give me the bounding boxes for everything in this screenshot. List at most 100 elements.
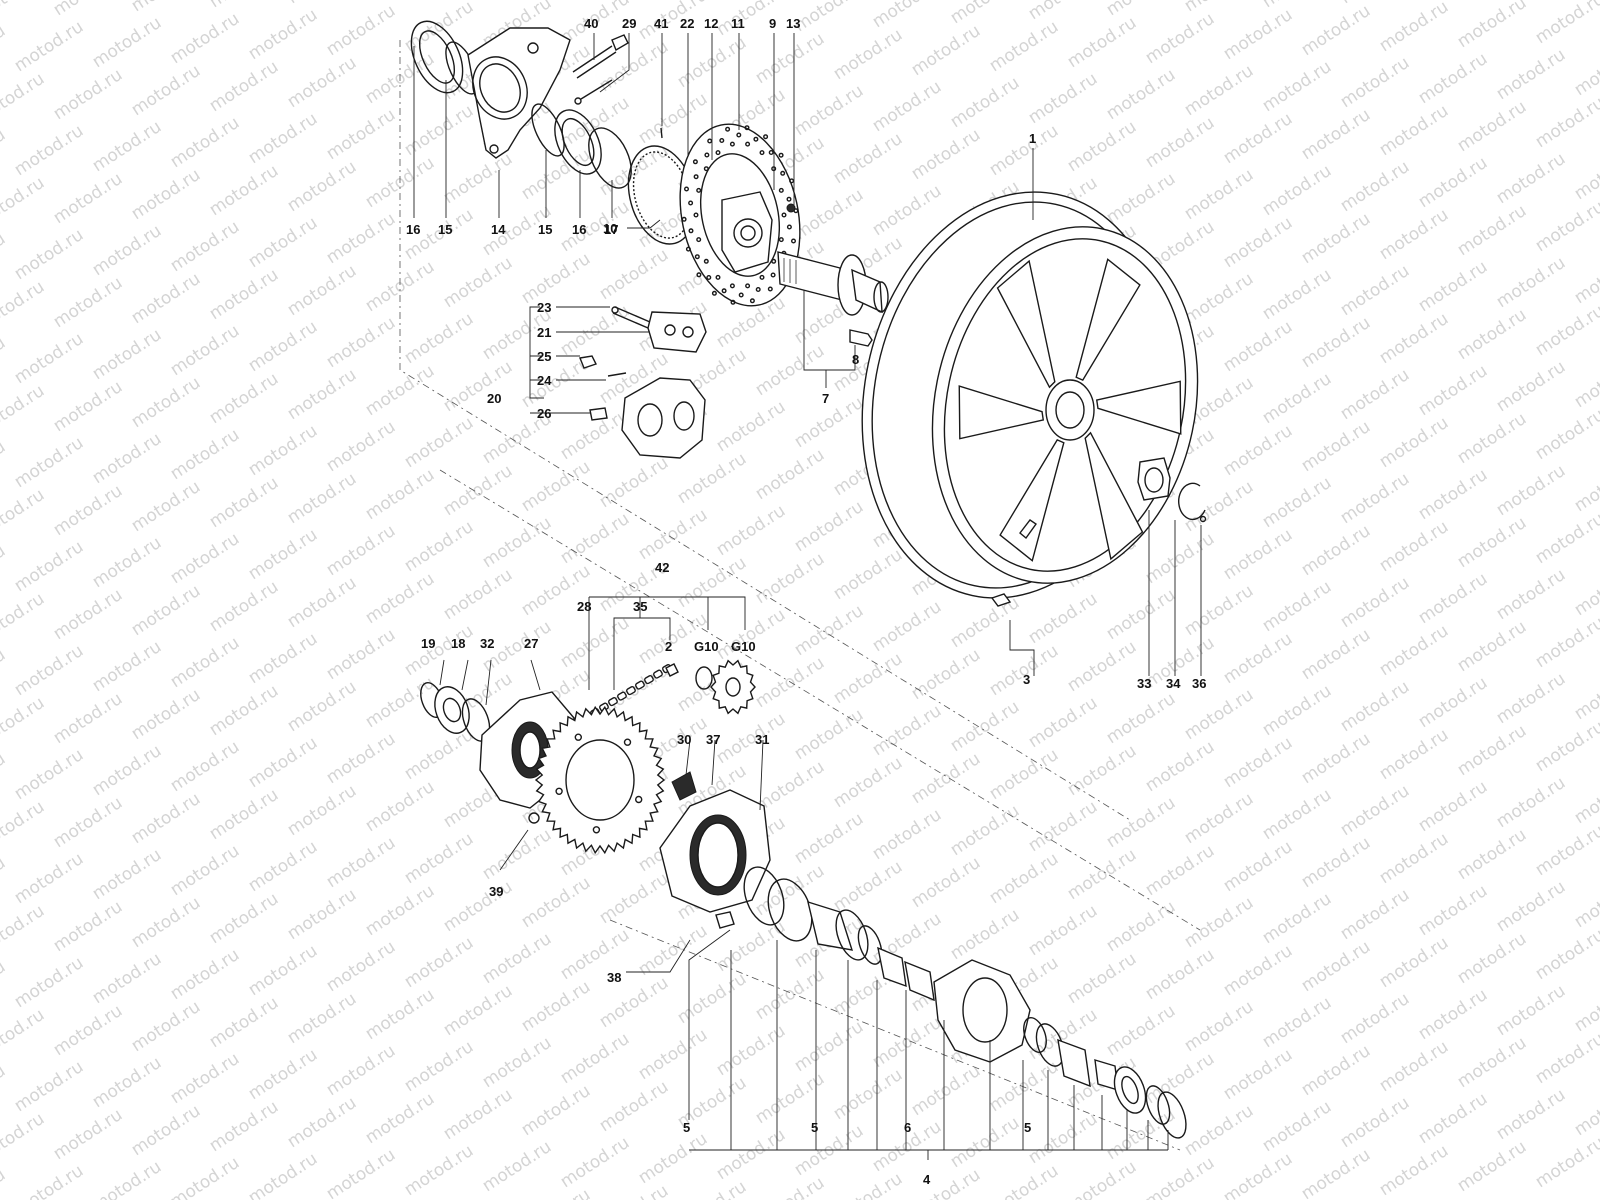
- watermark-text: motod.ru: [1298, 521, 1374, 580]
- watermark-text: motod.ru: [869, 181, 945, 240]
- watermark-text: motod.ru: [1415, 1089, 1491, 1148]
- watermark-text: motod.ru: [518, 145, 594, 204]
- watermark-text: motod.ru: [1142, 737, 1218, 796]
- watermark-text: motod.ru: [167, 425, 243, 484]
- watermark-text: motod.ru: [284, 677, 360, 736]
- watermark-text: motod.ru: [635, 1025, 711, 1084]
- watermark-text: motod.ru: [1376, 0, 1452, 56]
- disc-hole: [786, 196, 792, 202]
- disc-hole: [778, 237, 784, 243]
- watermark-text: motod.ru: [479, 1137, 555, 1196]
- watermark-text: motod.ru: [1493, 877, 1569, 936]
- disc-hole: [755, 287, 761, 293]
- callout-2: 2: [665, 639, 672, 654]
- wheel-shaft: [777, 251, 889, 347]
- watermark-text: motod.ru: [1415, 569, 1491, 628]
- watermark-text: motod.ru: [0, 381, 48, 440]
- watermark-text: motod.ru: [50, 793, 126, 852]
- callout-labels: 40 29 41 22 12 11 9 13 1 16 15 14 15 16 …: [406, 16, 1206, 1187]
- watermark-text: motod.ru: [11, 1057, 87, 1116]
- watermark-text: motod.ru: [362, 777, 438, 836]
- watermark-text: motod.ru: [1415, 777, 1491, 836]
- watermark-text: motod.ru: [50, 65, 126, 124]
- watermark-text: motod.ru: [0, 0, 48, 24]
- watermark-text: motod.ru: [1103, 0, 1179, 20]
- watermark-text: motod.ru: [791, 497, 867, 556]
- watermark-text: motod.ru: [167, 633, 243, 692]
- watermark-text: motod.ru: [401, 101, 477, 160]
- watermark-text: motod.ru: [1493, 149, 1569, 208]
- watermark-text: motod.ru: [440, 461, 516, 520]
- callout-23: 23: [537, 300, 551, 315]
- disc-hole: [684, 186, 690, 192]
- callout-G10: G10: [694, 639, 719, 654]
- watermark-text: motod.ru: [440, 877, 516, 936]
- watermark-text: motod.ru: [362, 985, 438, 1044]
- watermark-text: motod.ru: [1259, 1097, 1335, 1156]
- watermark-text: motod.ru: [128, 893, 204, 952]
- watermark-text: motod.ru: [11, 433, 87, 492]
- watermark-text: motod.ru: [0, 69, 48, 128]
- watermark-text: motod.ru: [206, 0, 282, 12]
- watermark-text: motod.ru: [674, 1177, 750, 1200]
- callout-4: 4: [923, 1172, 931, 1187]
- watermark-text: motod.ru: [752, 341, 828, 400]
- watermark-text: motod.ru: [50, 585, 126, 644]
- watermark-text: motod.ru: [1181, 1101, 1257, 1160]
- watermark-text: motod.ru: [1025, 69, 1101, 128]
- watermark-text: motod.ru: [1337, 0, 1413, 8]
- watermark-text: motod.ru: [50, 689, 126, 748]
- watermark-text: motod.ru: [323, 1041, 399, 1100]
- watermark-text: motod.ru: [1376, 621, 1452, 680]
- watermark-text: motod.ru: [752, 653, 828, 712]
- watermark-text: motod.ru: [89, 1157, 165, 1200]
- disc-hole: [694, 254, 700, 260]
- watermark-text: motod.ru: [1337, 469, 1413, 528]
- callout-18: 18: [451, 636, 465, 651]
- watermark-text: motod.ru: [947, 801, 1023, 860]
- watermark-text: motod.ru: [1571, 457, 1600, 516]
- callout-30: 30: [677, 732, 691, 747]
- watermark-text: motod.ru: [791, 705, 867, 764]
- watermark-text: motod.ru: [0, 1109, 48, 1168]
- callout-10: 10: [603, 221, 617, 236]
- watermark-text: motod.ru: [1337, 573, 1413, 632]
- watermark-text: motod.ru: [1259, 577, 1335, 636]
- watermark-text: motod.ru: [401, 309, 477, 368]
- watermark-text: motod.ru: [908, 125, 984, 184]
- watermark-text: motod.ru: [11, 329, 87, 388]
- callout-15: 15: [538, 222, 552, 237]
- callout-20: 20: [487, 391, 501, 406]
- watermark-text: motod.ru: [1298, 625, 1374, 684]
- disc-hole: [706, 275, 712, 281]
- watermark-text: motod.ru: [1064, 949, 1140, 1008]
- watermark-text: motod.ru: [284, 157, 360, 216]
- watermark-text: motod.ru: [1220, 941, 1296, 1000]
- callout-5: 5: [811, 1120, 818, 1135]
- callout-32: 32: [480, 636, 494, 651]
- watermark-text: motod.ru: [0, 485, 48, 544]
- watermark-text: motod.ru: [440, 357, 516, 416]
- watermark-text: motod.ru: [0, 541, 9, 600]
- watermark-text: motod.ru: [1376, 205, 1452, 264]
- watermark-text: motod.ru: [1220, 525, 1296, 584]
- watermark-text: motod.ru: [11, 1161, 87, 1200]
- watermark-text: motod.ru: [1376, 829, 1452, 888]
- watermark-text: motod.ru: [1337, 885, 1413, 944]
- watermark-text: motod.ru: [323, 521, 399, 580]
- watermark-text: motod.ru: [947, 0, 1023, 28]
- disc-hole: [707, 138, 713, 144]
- wheel-spoke: [958, 385, 1045, 440]
- watermark-text: motod.ru: [1571, 41, 1600, 100]
- watermark-text: motod.ru: [596, 37, 672, 96]
- watermark-text: motod.ru: [0, 901, 48, 960]
- callout-41: 41: [654, 16, 668, 31]
- watermark-text: motod.ru: [0, 853, 9, 912]
- rear-sprocket: [534, 705, 666, 855]
- watermark-text: motod.ru: [1025, 1109, 1101, 1168]
- watermark-text: motod.ru: [1298, 313, 1374, 372]
- watermark-text: motod.ru: [1415, 985, 1491, 1044]
- callout-3: 3: [1023, 672, 1030, 687]
- watermark-text: motod.ru: [713, 605, 789, 664]
- watermark-text: motod.ru: [1181, 0, 1257, 16]
